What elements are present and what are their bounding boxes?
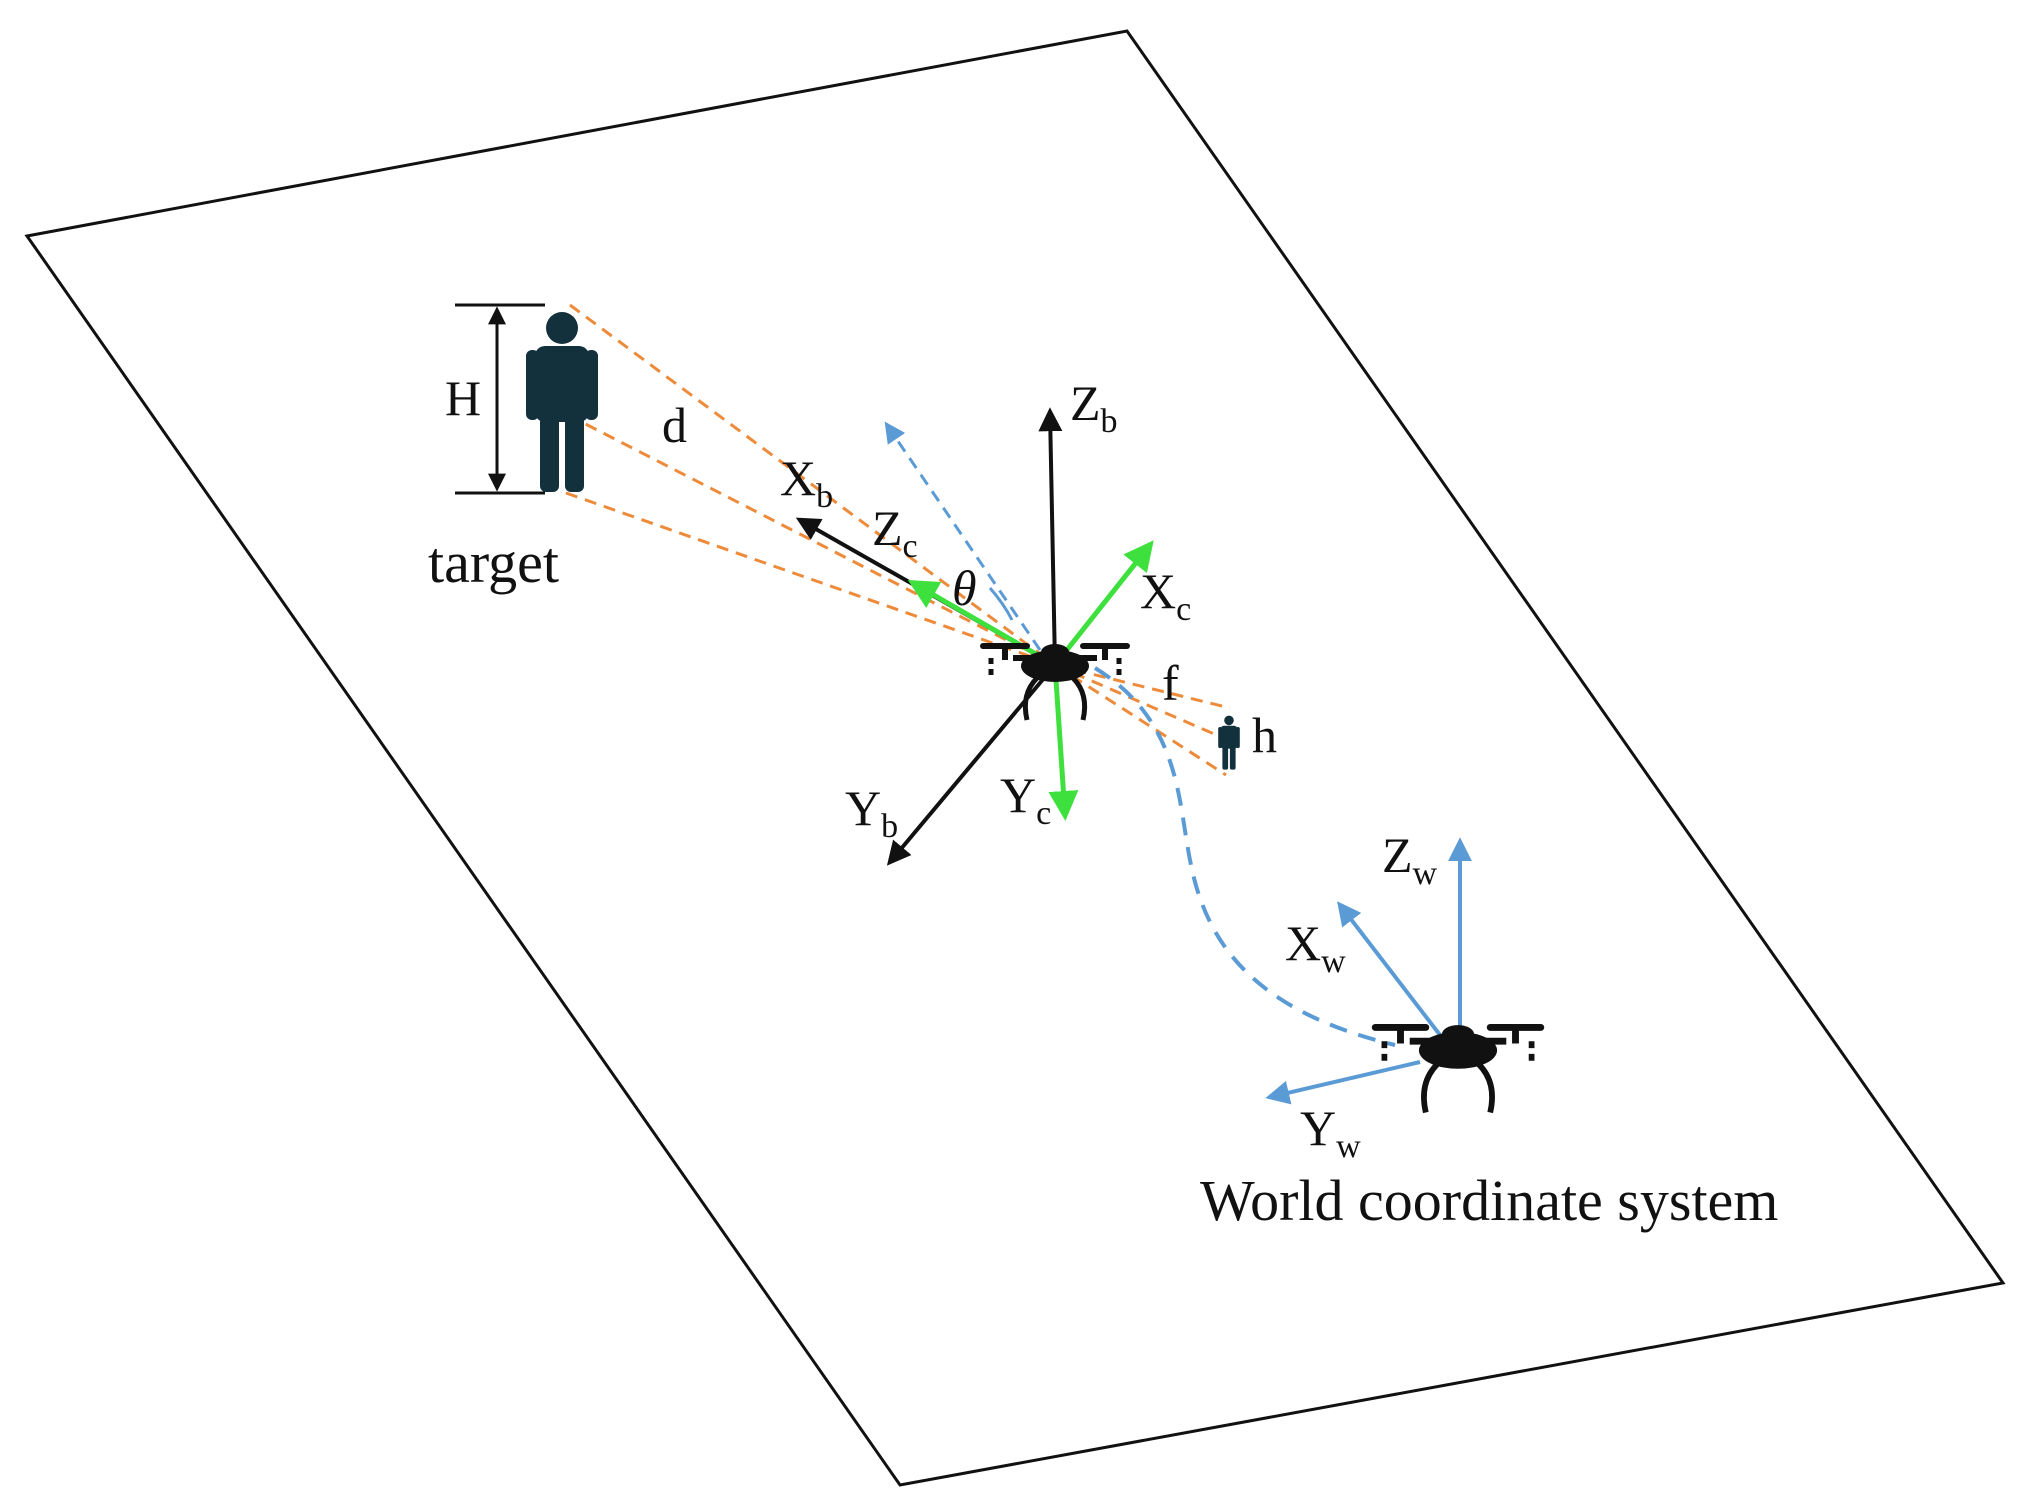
label-d: d [662, 397, 687, 453]
axis-label-yc: Yc [1000, 767, 1051, 832]
axis-label-xc: Xc [1140, 563, 1191, 628]
axis-label-zc: Zc [872, 500, 918, 565]
person-icon [1218, 715, 1240, 770]
world-caption: World coordinate system [1200, 1168, 1778, 1233]
axis-label-zw: Zw [1382, 827, 1438, 892]
label-f: f [1162, 655, 1179, 711]
axis-label-xw: Xw [1285, 915, 1346, 980]
axis-label-zb: Zb [1070, 375, 1118, 440]
camera-axes [907, 540, 1154, 821]
axis-label-xb: Xb [780, 450, 833, 515]
theta-arc [988, 587, 1014, 621]
optical-axis-arrow [884, 421, 1042, 651]
axis-label-yb: Yb [845, 780, 898, 845]
world-axes [1265, 837, 1472, 1105]
label-h: h [1252, 707, 1277, 763]
person-icon [526, 312, 598, 492]
label-theta: θ [952, 560, 977, 616]
ground-plane [24, 29, 2006, 1487]
label-target: target [428, 530, 559, 595]
height-bracket [455, 303, 545, 495]
label-H: H [445, 370, 481, 426]
drone-icon [983, 644, 1127, 720]
drone-icon [1375, 1025, 1541, 1112]
axis-label-yw: Yw [1300, 1100, 1361, 1165]
flight-trajectory [1093, 666, 1396, 1047]
